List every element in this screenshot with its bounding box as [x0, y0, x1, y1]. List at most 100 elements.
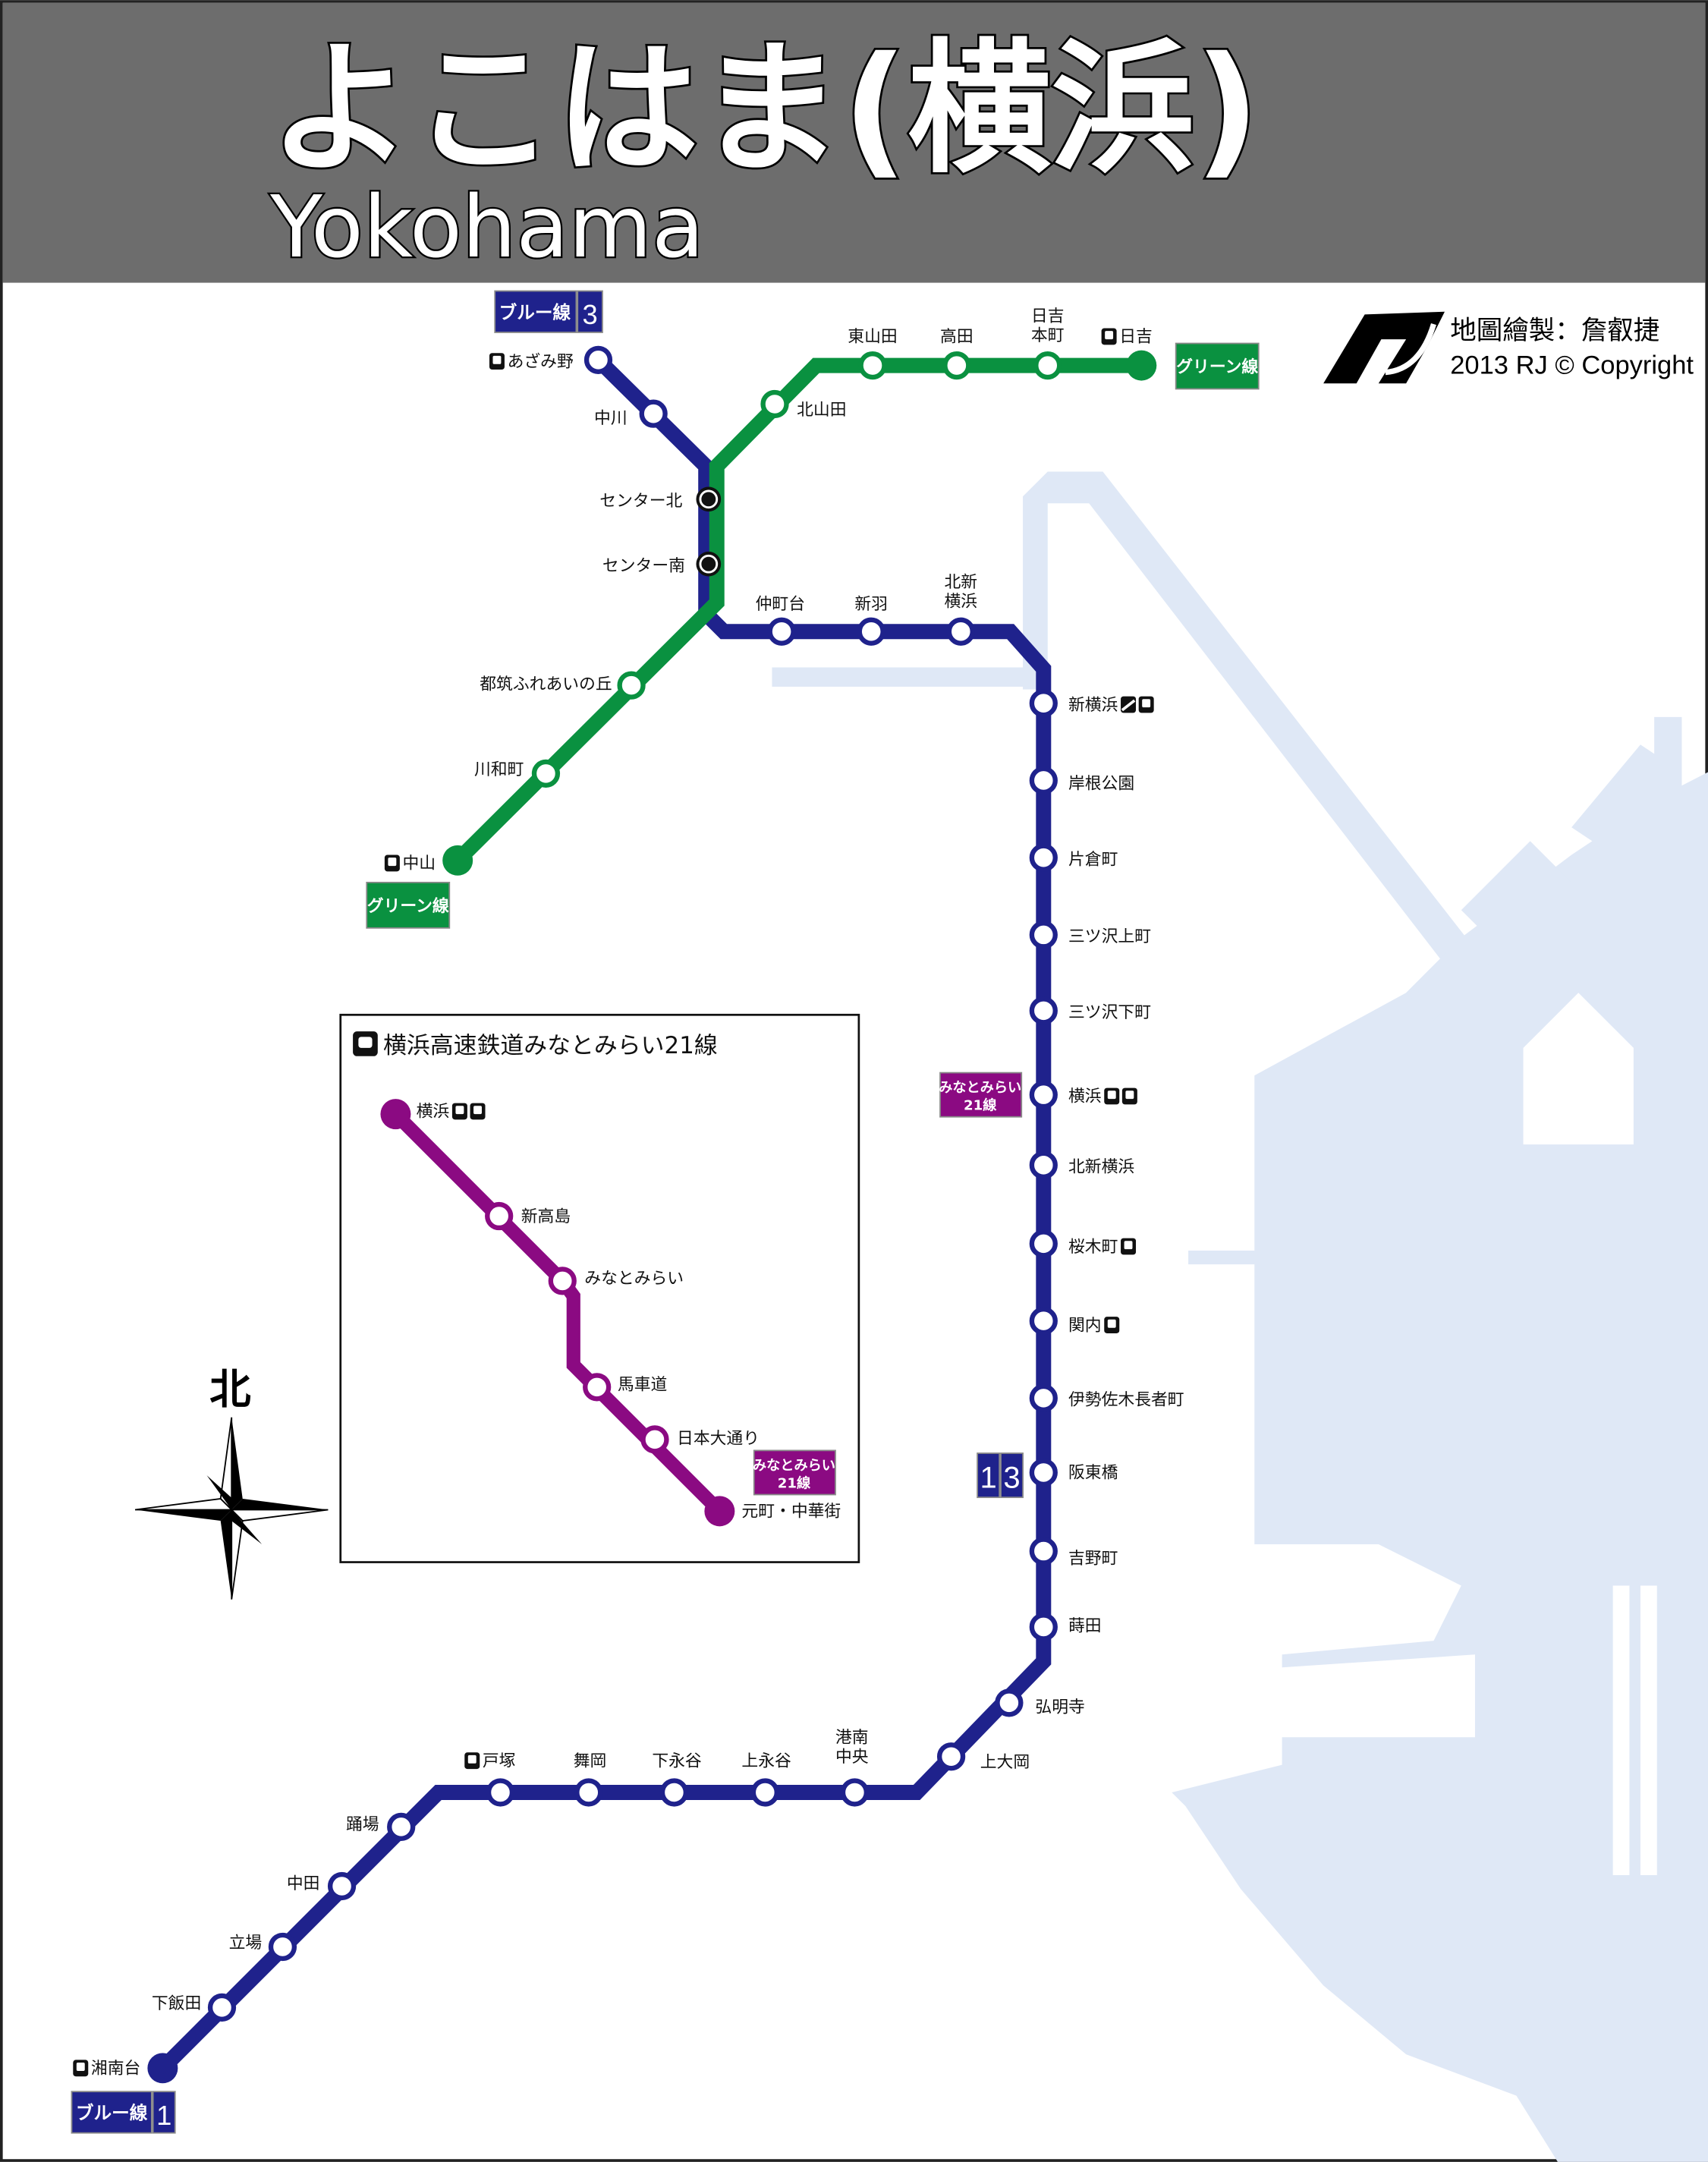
station-marker — [1029, 1306, 1058, 1336]
station-上永谷[interactable]: 上永谷 — [741, 1751, 791, 1807]
station-marker — [1029, 1081, 1058, 1109]
jr-train-icon — [384, 854, 400, 872]
station-marker — [1029, 766, 1058, 795]
station-label: センター北 — [599, 492, 682, 511]
station-marker — [1029, 1229, 1058, 1258]
station-上大岡[interactable]: 上大岡 — [936, 1742, 1030, 1772]
station-北新横浜[interactable]: 北新横浜 — [1029, 1150, 1134, 1179]
station-label: 港南中央 — [835, 1727, 869, 1767]
station-marker — [583, 1373, 612, 1402]
station-label: 桜木町 — [1068, 1238, 1118, 1257]
station-marker — [1029, 1150, 1058, 1179]
station-label: 中田 — [287, 1874, 320, 1893]
station-marker — [1033, 351, 1062, 380]
station-下永谷[interactable]: 下永谷 — [652, 1751, 702, 1807]
station-新横浜[interactable]: 新横浜 — [1029, 689, 1154, 718]
station-横浜[interactable]: 横浜 — [1029, 1081, 1137, 1109]
station-label: 蒔田 — [1068, 1616, 1102, 1635]
jr-train-icon — [1104, 1317, 1120, 1333]
station-蒔田[interactable]: 蒔田 — [1029, 1613, 1102, 1641]
station-桜木町[interactable]: 桜木町 — [1029, 1229, 1137, 1258]
station-横浜[interactable]: 横浜 — [380, 1099, 486, 1130]
station-川和町[interactable]: 川和町 — [474, 759, 561, 788]
terminal-marker — [380, 1099, 411, 1130]
station-都筑ふれあいの丘[interactable]: 都筑ふれあいの丘 — [480, 671, 646, 700]
station-中山[interactable]: 中山 — [384, 845, 473, 876]
station-marker — [1029, 1537, 1058, 1566]
station-岸根公園[interactable]: 岸根公園 — [1029, 766, 1134, 795]
station-高田[interactable]: 高田 — [940, 328, 974, 380]
station-label: 北新横浜 — [944, 572, 978, 611]
station-馬車道[interactable]: 馬車道 — [583, 1373, 667, 1402]
station-元町・中華街[interactable]: 元町・中華街 — [704, 1496, 841, 1527]
station-日本大通り[interactable]: 日本大通り — [640, 1425, 760, 1454]
station-新羽[interactable]: 新羽 — [854, 595, 888, 646]
station-センター南[interactable]: センター南 — [602, 551, 722, 577]
station-舞岡[interactable]: 舞岡 — [574, 1751, 607, 1807]
station-marker — [1029, 843, 1058, 872]
badge-number: 3 — [1003, 1461, 1020, 1494]
station-センター北[interactable]: センター北 — [599, 486, 722, 512]
background-geography — [772, 471, 1708, 2162]
station-湘南台[interactable]: 湘南台 — [73, 2053, 178, 2084]
station-label: 上永谷 — [741, 1751, 791, 1770]
station-label: 仲町台 — [756, 595, 805, 614]
station-踊場[interactable]: 踊場 — [346, 1812, 416, 1842]
station-marker — [387, 1812, 416, 1842]
station-関内[interactable]: 関内 — [1029, 1306, 1120, 1336]
station-みなとみらい[interactable]: みなとみらい — [548, 1267, 684, 1295]
station-label: 中山 — [402, 854, 436, 873]
terminal-marker — [704, 1496, 735, 1527]
jr-train-icon — [464, 1752, 480, 1770]
station-新高島[interactable]: 新高島 — [485, 1201, 571, 1231]
station-三ツ沢上町[interactable]: 三ツ沢上町 — [1029, 921, 1151, 949]
green-line-badge-top: グリーン線 — [1175, 342, 1260, 390]
station-label: 高田 — [940, 328, 974, 347]
station-marker — [936, 1742, 966, 1771]
station-北新横浜[interactable]: 北新横浜 — [942, 572, 980, 646]
minatomirai-badge-main: みなとみらい 21線 — [939, 1072, 1023, 1118]
station-label: 川和町 — [474, 760, 524, 779]
station-北山田[interactable]: 北山田 — [760, 389, 847, 420]
station-label: 都筑ふれあいの丘 — [480, 675, 612, 694]
station-伊勢佐木長者町[interactable]: 伊勢佐木長者町 — [1029, 1383, 1184, 1412]
badge-label: グリーン線 — [1176, 357, 1258, 377]
station-吉野町[interactable]: 吉野町 — [1029, 1537, 1118, 1569]
station-阪東橋[interactable]: 阪東橋 — [1029, 1458, 1118, 1487]
station-戸塚[interactable]: 戸塚 — [464, 1751, 516, 1807]
station-label: 東山田 — [848, 328, 897, 347]
terminal-marker — [1126, 350, 1157, 381]
station-label: 戸塚 — [483, 1751, 516, 1770]
station-marker — [750, 1778, 779, 1807]
compass-north-label: 北 — [209, 1365, 251, 1414]
station-日吉本町[interactable]: 日吉本町 — [1028, 306, 1067, 380]
station-立場[interactable]: 立場 — [229, 1932, 297, 1962]
station-中川[interactable]: 中川 — [594, 399, 668, 428]
station-弘明寺[interactable]: 弘明寺 — [995, 1688, 1085, 1717]
station-label: 立場 — [229, 1934, 263, 1953]
station-片倉町[interactable]: 片倉町 — [1029, 843, 1118, 872]
badge-label: みなとみらい — [753, 1458, 835, 1474]
station-marker — [946, 617, 975, 646]
station-仲町台[interactable]: 仲町台 — [756, 595, 805, 646]
station-三ツ沢下町[interactable]: 三ツ沢下町 — [1029, 996, 1151, 1025]
station-下飯田[interactable]: 下飯田 — [152, 1993, 237, 2022]
badge-label: ブルー線 — [499, 302, 571, 323]
station-港南中央[interactable]: 港南中央 — [832, 1727, 871, 1807]
station-label: 片倉町 — [1068, 850, 1118, 869]
station-日吉[interactable]: 日吉 — [1101, 328, 1157, 381]
station-label: 伊勢佐木長者町 — [1068, 1390, 1184, 1409]
station-あざみ野[interactable]: あざみ野 — [489, 345, 613, 374]
station-marker — [1029, 921, 1058, 949]
station-label: 新横浜 — [1068, 696, 1118, 715]
station-label: あざみ野 — [508, 351, 574, 371]
station-label: 踊場 — [346, 1815, 379, 1834]
station-label: 北山田 — [797, 401, 846, 420]
private-railway-icon — [470, 1103, 486, 1120]
station-東山田[interactable]: 東山田 — [848, 328, 898, 380]
station-中田[interactable]: 中田 — [287, 1871, 357, 1901]
station-label: 三ツ沢下町 — [1068, 1003, 1151, 1022]
station-marker — [268, 1932, 297, 1962]
